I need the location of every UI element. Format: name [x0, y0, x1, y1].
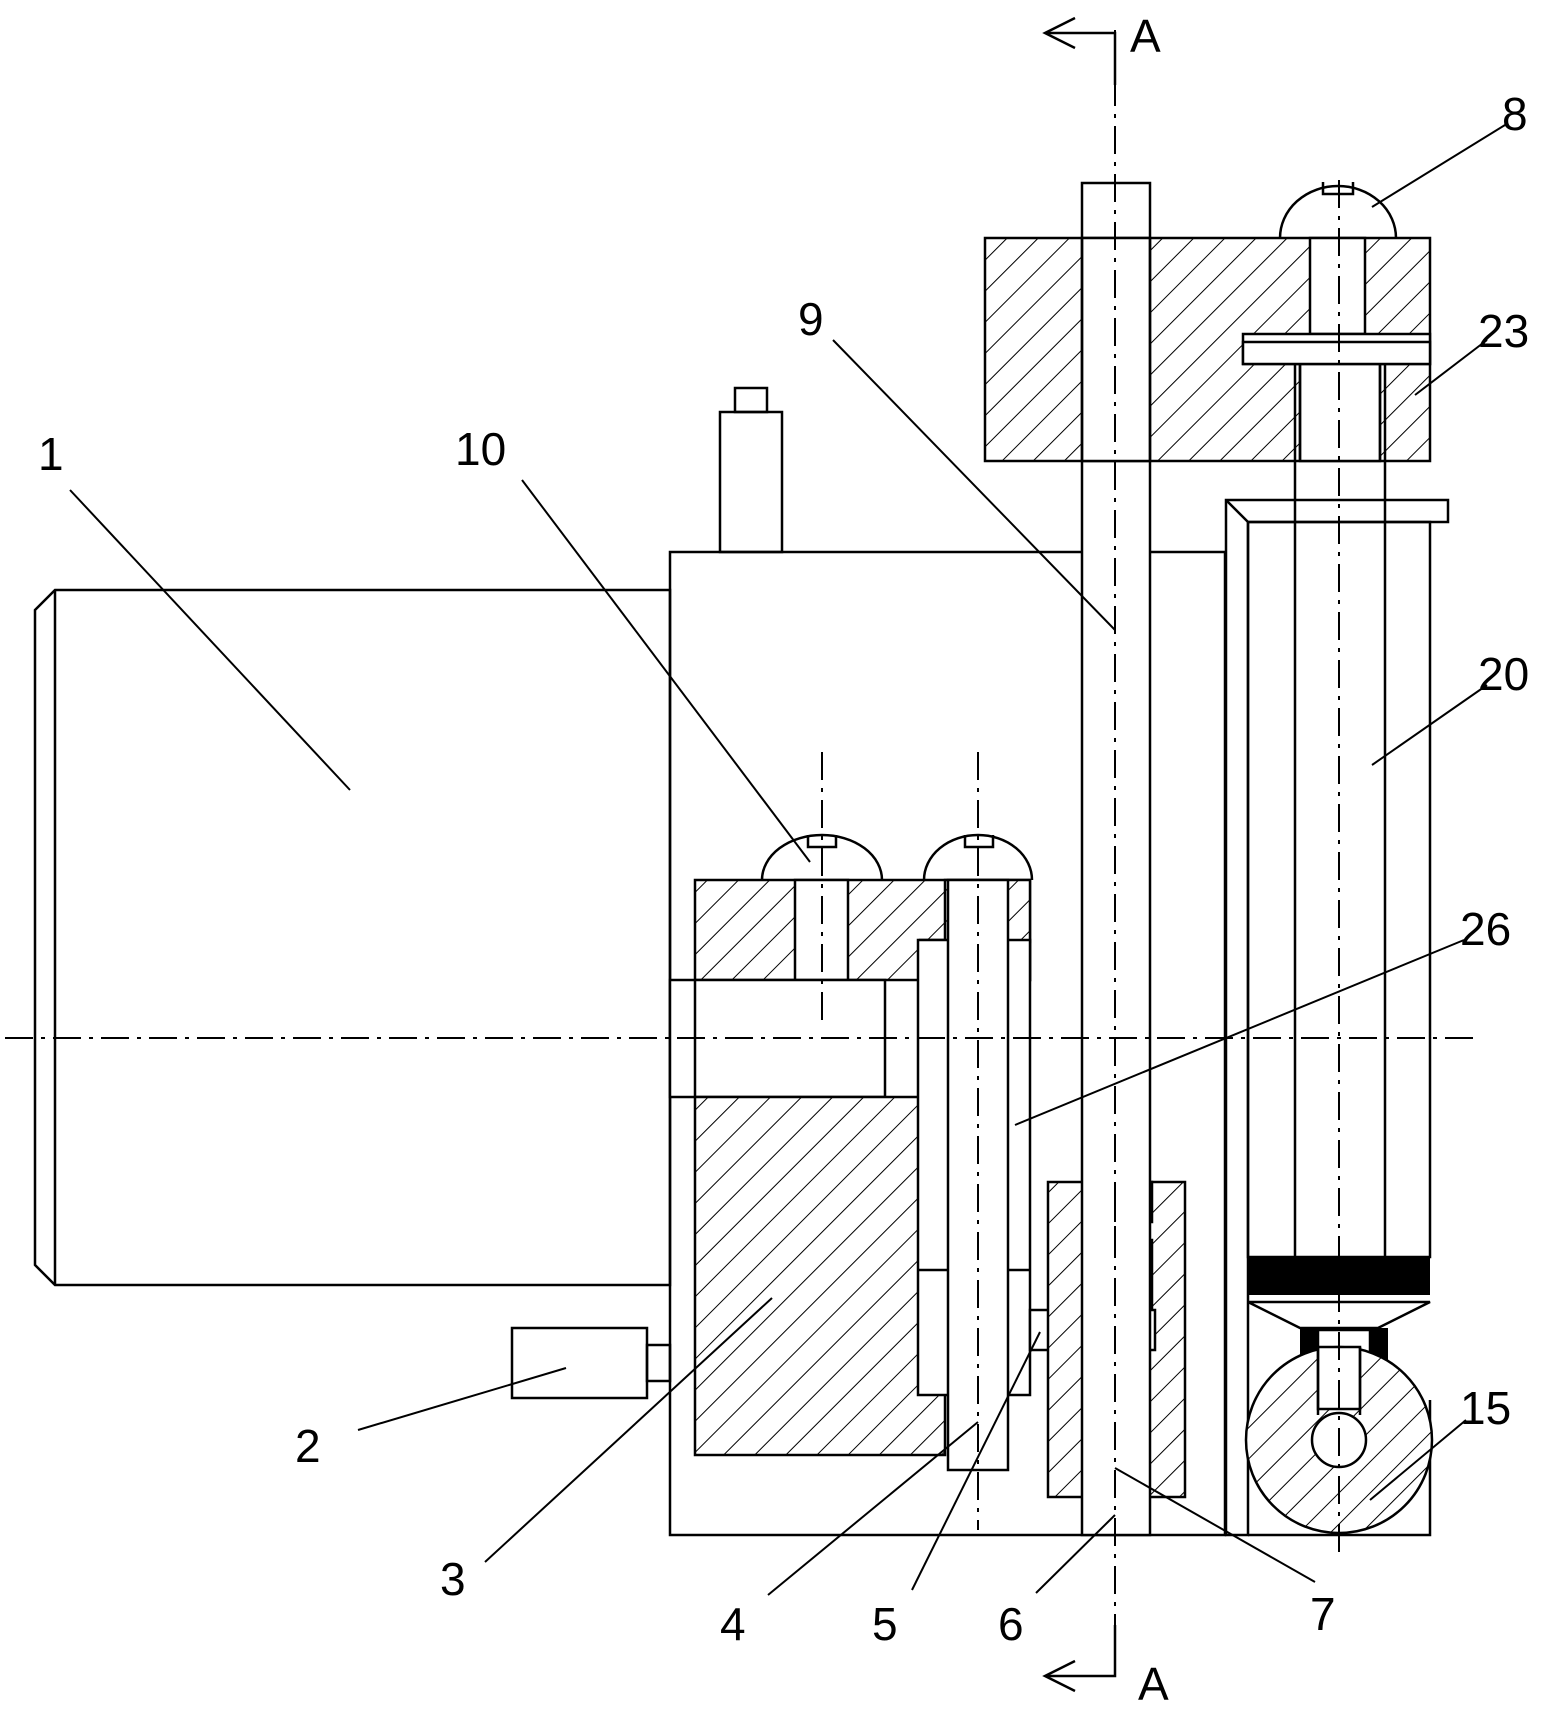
label-8: 8	[1502, 88, 1528, 140]
sensor-block	[512, 1328, 670, 1398]
motor-body	[35, 590, 670, 1285]
section-marker-bottom-label: A	[1138, 1658, 1169, 1710]
section-marker-bottom: A	[1045, 1625, 1169, 1710]
label-15: 15	[1460, 1382, 1511, 1434]
housing-top-stud	[720, 388, 782, 552]
label-10: 10	[455, 423, 506, 475]
label-23: 23	[1478, 305, 1529, 357]
label-9: 9	[798, 293, 824, 345]
label-26: 26	[1460, 903, 1511, 955]
label-7: 7	[1310, 1588, 1336, 1640]
washer-plate	[1243, 342, 1430, 364]
section-marker-top-label: A	[1130, 10, 1161, 62]
label-5: 5	[872, 1598, 898, 1650]
label-1: 1	[38, 428, 64, 480]
section-marker-top: A	[1045, 10, 1161, 85]
label-4: 4	[720, 1598, 746, 1650]
label-3: 3	[440, 1553, 466, 1605]
label-20: 20	[1478, 648, 1529, 700]
lower-hatched-block-3	[695, 1097, 945, 1455]
label-6: 6	[998, 1598, 1024, 1650]
label-2: 2	[295, 1420, 321, 1472]
